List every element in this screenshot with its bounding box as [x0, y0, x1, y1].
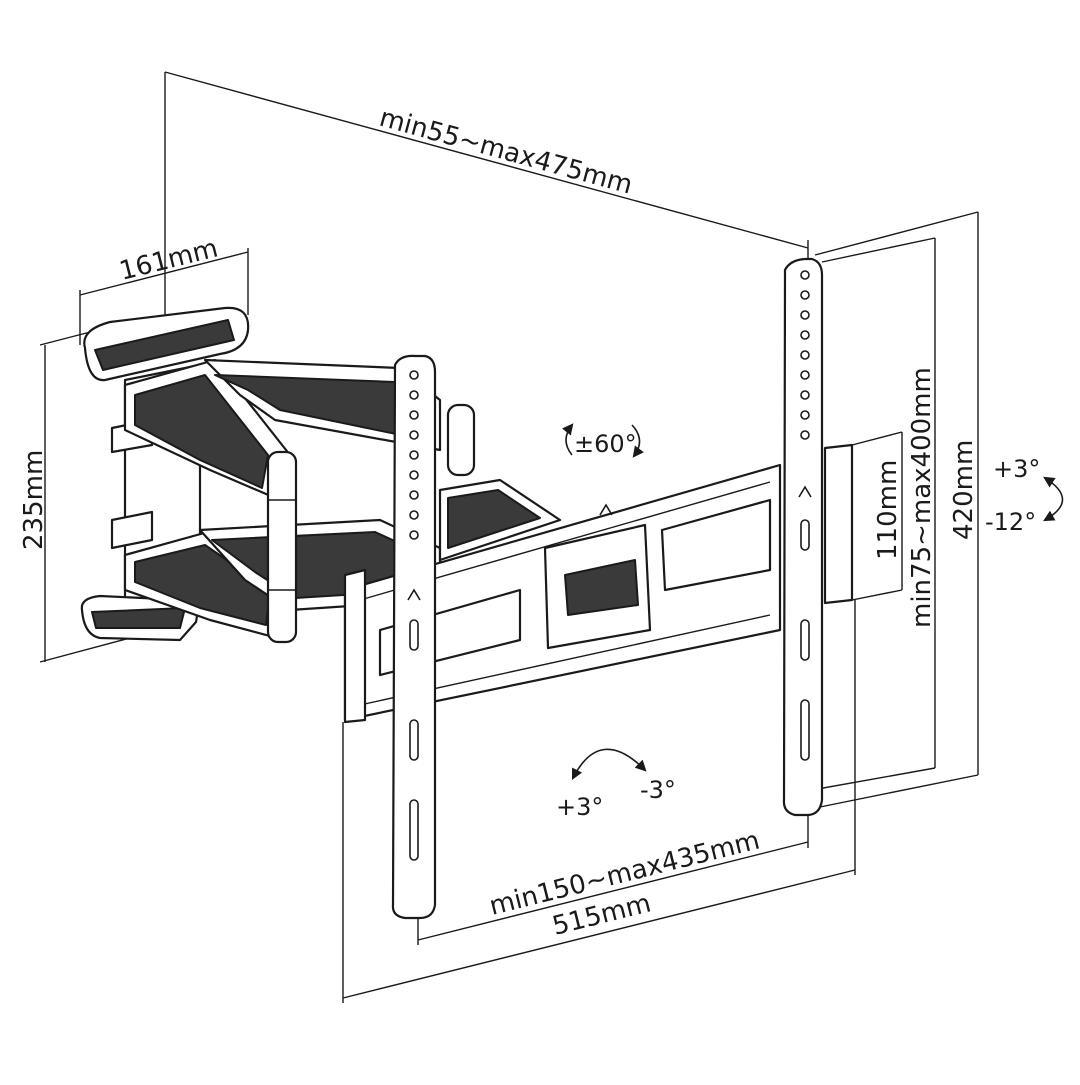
up-arrow-icon [599, 503, 613, 516]
bracket-hole [800, 370, 810, 380]
rail-height-ext-bottom [851, 589, 903, 601]
head-pivot-post [446, 403, 476, 477]
bracket-height-ext-top [814, 211, 979, 256]
level-arc [571, 748, 647, 780]
tilt-up-label: +3° [993, 455, 1040, 483]
bracket-hole [409, 490, 419, 500]
bracket-hole [800, 350, 810, 360]
bracket-slot [800, 519, 810, 551]
bracket-hole [409, 530, 419, 540]
vesa-horizontal-dim-line [417, 841, 809, 941]
rail-height-ext-top [851, 431, 903, 446]
level-plus-label: +3° [556, 793, 603, 821]
bracket-hole [409, 470, 419, 480]
bracket-hole [409, 430, 419, 440]
rail-center-slot [564, 559, 639, 616]
total-width-dim-line [342, 869, 856, 999]
bracket-hole [409, 510, 419, 520]
top-cap-texture [94, 319, 235, 371]
bracket-hole [800, 270, 810, 280]
tilt-down-label: -12° [985, 508, 1036, 536]
rail-end-cap-left [343, 568, 367, 724]
vertical-bracket-right [782, 257, 824, 817]
lower-arm-inner-texture [134, 544, 271, 626]
bracket-slot [409, 619, 419, 651]
bracket-hole [800, 390, 810, 400]
up-arrow-icon [407, 588, 421, 601]
rail-end-cap-right [823, 443, 854, 605]
rail-height-label: 110mm [873, 460, 903, 560]
vesa-vertical-ext-top [821, 237, 936, 263]
bracket-hole [800, 310, 810, 320]
swivel-arrow-right-icon [631, 424, 644, 458]
bottom-cap-texture [91, 607, 186, 629]
level-minus-label: -3° [640, 776, 676, 804]
bracket-slot [800, 699, 810, 761]
bracket-hole [409, 410, 419, 420]
tilt-arc [1043, 476, 1064, 522]
dimension-lines [39, 71, 979, 1003]
bracket-hole [800, 410, 810, 420]
level-indicator [571, 748, 647, 780]
bracket-hole [409, 450, 419, 460]
bracket-hole [800, 290, 810, 300]
bracket-hole [409, 370, 419, 380]
swivel-arrow-left-icon [562, 423, 574, 456]
up-arrow-icon [798, 485, 812, 498]
bracket-slot [800, 619, 810, 661]
arm-width-dim-line [79, 251, 249, 296]
rail-window-right [660, 498, 772, 592]
wall-plate-tab-lower [110, 510, 154, 550]
head-connector-texture [447, 489, 541, 549]
swivel-indicator [562, 423, 644, 458]
bracket-hole [409, 390, 419, 400]
elbow-pivot-post [266, 450, 298, 644]
upper-arm-inner-texture [134, 374, 269, 489]
bracket-hole [800, 330, 810, 340]
bracket-slot [409, 799, 419, 861]
bracket-height-ext-bottom [814, 774, 979, 809]
vertical-bracket-left [391, 354, 437, 920]
swivel-label: ±60° [574, 430, 637, 458]
arm-extension-dim-line [164, 71, 809, 249]
arm-extension-label: min55~max475mm [376, 103, 635, 201]
bracket-slot [409, 719, 419, 761]
vesa-vertical-ext-bottom [811, 767, 936, 791]
bracket-height-label: 420mm [949, 440, 979, 540]
vesa-vertical-label: min75~max400mm [907, 367, 937, 628]
tilt-indicator [1043, 476, 1064, 522]
wall-plate-height-label: 235mm [19, 450, 49, 550]
arm-width-label: 161mm [116, 233, 221, 286]
bracket-hole [800, 430, 810, 440]
